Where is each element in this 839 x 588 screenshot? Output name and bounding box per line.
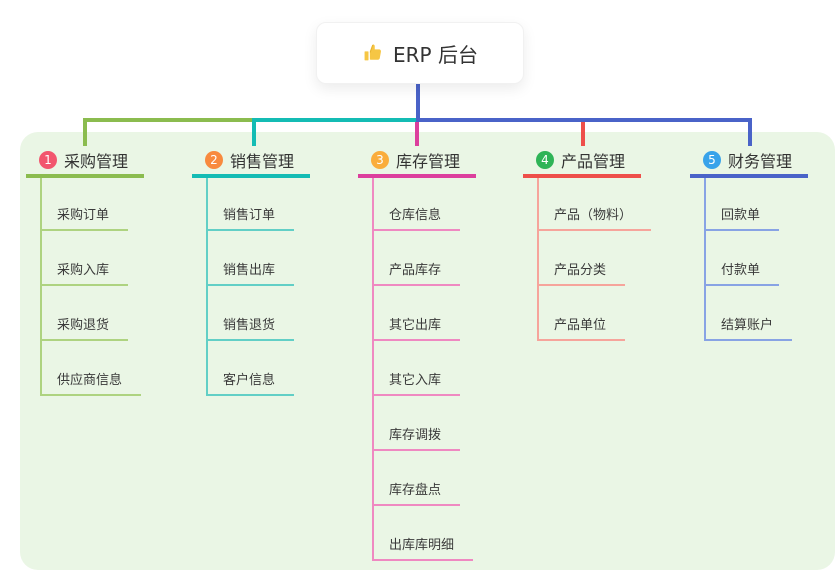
child-node-出库库明细[interactable]: 出库库明细 (372, 533, 474, 561)
child-node-产品单位[interactable]: 产品单位 (537, 313, 626, 341)
branch-spine-line (206, 178, 208, 396)
child-node-采购退货[interactable]: 采购退货 (40, 313, 129, 341)
branch-label: 库存管理 (396, 152, 461, 171)
branch-number-badge: 3 (371, 151, 389, 169)
branch-label: 采购管理 (64, 152, 129, 171)
child-node-供应商信息[interactable]: 供应商信息 (40, 368, 142, 396)
child-node-客户信息[interactable]: 客户信息 (206, 368, 295, 396)
child-node-其它入库[interactable]: 其它入库 (372, 368, 461, 396)
branch-drop-line (581, 122, 585, 146)
branch-drop-line (748, 118, 752, 146)
bus-segment-teal (252, 118, 420, 122)
child-node-回款单[interactable]: 回款单 (704, 203, 780, 231)
branch-spine-line (537, 178, 539, 341)
child-node-销售出库[interactable]: 销售出库 (206, 258, 295, 286)
thumbs-up-icon (362, 42, 384, 64)
branch-number-badge: 4 (536, 151, 554, 169)
branch-header-库存管理[interactable]: 3 库存管理 (358, 146, 476, 178)
branch-header-产品管理[interactable]: 4 产品管理 (523, 146, 641, 178)
branch-number-badge: 1 (39, 151, 57, 169)
root-title: ERP 后台 (393, 42, 478, 67)
child-node-销售退货[interactable]: 销售退货 (206, 313, 295, 341)
child-node-结算账户[interactable]: 结算账户 (704, 313, 793, 341)
child-node-仓库信息[interactable]: 仓库信息 (372, 203, 461, 231)
child-node-销售订单[interactable]: 销售订单 (206, 203, 295, 231)
root-node[interactable]: ERP 后台 (316, 22, 524, 84)
branch-drop-line (252, 118, 256, 146)
child-node-其它出库[interactable]: 其它出库 (372, 313, 461, 341)
branch-number-badge: 2 (205, 151, 223, 169)
bus-segment-green (83, 118, 256, 122)
child-node-库存调拨[interactable]: 库存调拨 (372, 423, 461, 451)
child-node-产品库存[interactable]: 产品库存 (372, 258, 461, 286)
child-node-产品分类[interactable]: 产品分类 (537, 258, 626, 286)
child-node-采购入库[interactable]: 采购入库 (40, 258, 129, 286)
branch-label: 产品管理 (561, 152, 626, 171)
child-node-采购订单[interactable]: 采购订单 (40, 203, 129, 231)
branch-spine-line (372, 178, 374, 561)
branch-label: 销售管理 (230, 152, 295, 171)
branches-panel (20, 132, 835, 570)
branch-drop-line (415, 122, 419, 146)
branch-number-badge: 5 (703, 151, 721, 169)
child-node-产品（物料）[interactable]: 产品（物料） (537, 203, 652, 231)
child-node-付款单[interactable]: 付款单 (704, 258, 780, 286)
branch-spine-line (40, 178, 42, 396)
bus-segment-blue (416, 118, 752, 122)
root-stem-line (416, 82, 420, 118)
child-node-库存盘点[interactable]: 库存盘点 (372, 478, 461, 506)
branch-drop-line (83, 118, 87, 146)
branch-header-采购管理[interactable]: 1 采购管理 (26, 146, 144, 178)
branch-header-财务管理[interactable]: 5 财务管理 (690, 146, 808, 178)
branch-label: 财务管理 (728, 152, 793, 171)
branch-spine-line (704, 178, 706, 341)
branch-header-销售管理[interactable]: 2 销售管理 (192, 146, 310, 178)
